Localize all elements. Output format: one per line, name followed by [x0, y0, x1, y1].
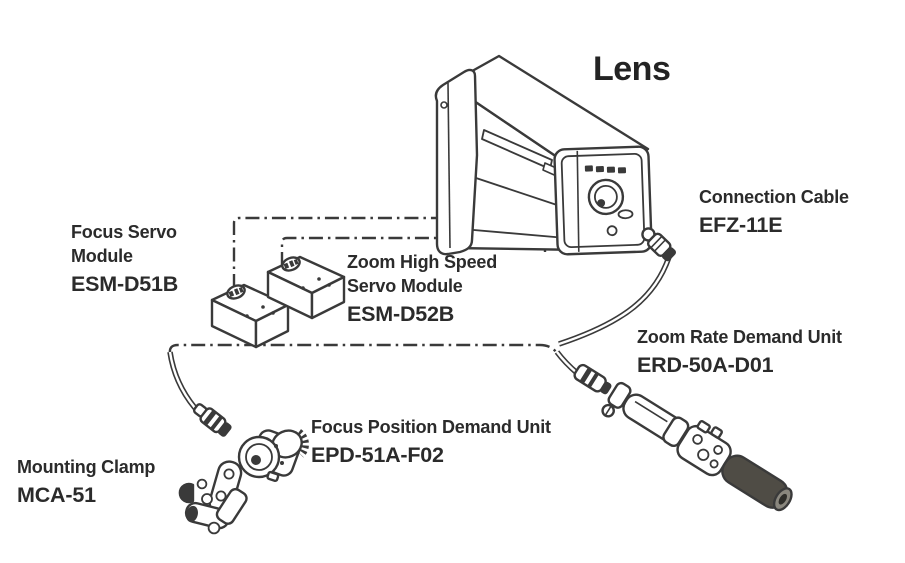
zoom-servo-module-label: Zoom High Speed Servo Module ESM-D52B — [347, 251, 497, 328]
zoom-module-knob — [281, 256, 301, 272]
zoom-servo-name-line2: Servo Module — [347, 275, 463, 296]
focus-module-knob — [226, 284, 246, 300]
lens-rear-plate — [553, 145, 653, 256]
clamp-knob — [178, 482, 195, 504]
zoom-servo-module-illustration — [266, 255, 346, 320]
focus-position-demand-name: Focus Position Demand Unit — [311, 417, 551, 437]
focus-position-demand-label: Focus Position Demand Unit EPD-51A-F02 — [311, 416, 551, 469]
mounting-clamp-name: Mounting Clamp — [17, 457, 156, 477]
zoom-servo-code: ESM-D52B — [347, 301, 455, 326]
connection-cable-illustration — [641, 227, 676, 262]
focus-servo-name-line2: Module — [71, 245, 133, 266]
epd-cable — [167, 351, 198, 410]
erd-cable-connector — [573, 363, 612, 395]
lens-label: Lens — [593, 50, 671, 88]
lens-rear-buttons — [584, 165, 627, 174]
focus-servo-module-label: Focus Servo Module ESM-D51B — [71, 221, 178, 298]
demand-units-link-line — [168, 343, 558, 354]
focus-servo-code: ESM-D51B — [71, 271, 179, 296]
lens-front — [434, 68, 479, 256]
zoom-rate-demand-name: Zoom Rate Demand Unit — [637, 327, 842, 347]
zoom-rate-demand-unit-illustration — [573, 363, 793, 512]
focus-servo-name-line1: Focus Servo — [71, 222, 177, 242]
erd-cable-junction — [554, 350, 579, 376]
epd-cable-connector — [192, 403, 232, 437]
connection-cable-label: Connection Cable EFZ-11E — [699, 186, 849, 239]
mounting-clamp-label: Mounting Clamp MCA-51 — [17, 456, 155, 509]
mounting-clamp-code: MCA-51 — [17, 482, 96, 507]
zoom-rate-demand-code: ERD-50A-D01 — [637, 352, 774, 377]
efz-cable — [558, 256, 672, 347]
lens-illustration — [434, 54, 653, 256]
connection-cable-code: EFZ-11E — [699, 212, 783, 237]
mounting-clamp-illustration — [178, 460, 248, 535]
connection-cable-name: Connection Cable — [699, 187, 849, 207]
focus-position-demand-unit-illustration — [237, 429, 309, 483]
zoom-rate-demand-label: Zoom Rate Demand Unit ERD-50A-D01 — [637, 326, 842, 379]
zoom-servo-name-line1: Zoom High Speed — [347, 252, 498, 272]
focus-position-demand-code: EPD-51A-F02 — [311, 442, 444, 467]
